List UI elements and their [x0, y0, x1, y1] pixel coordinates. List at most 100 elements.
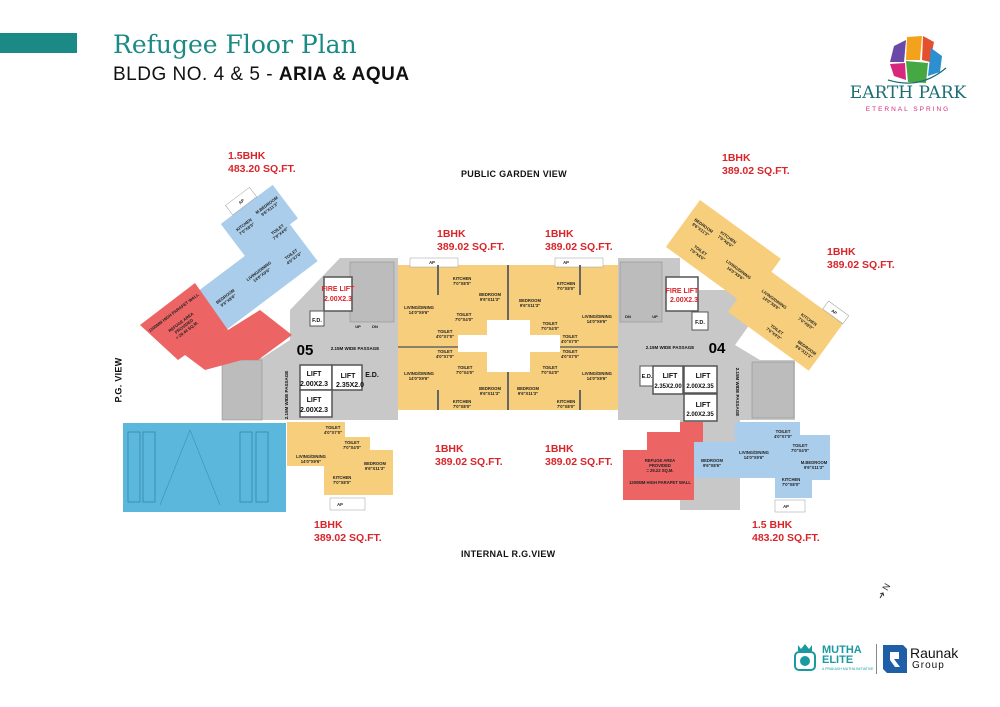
room-size: 9'6"X11'3" [518, 391, 538, 396]
unit-type: 1.5BHK [228, 150, 266, 162]
lift-label: LIFT [696, 373, 711, 380]
room-label: TOILET [438, 329, 453, 334]
room-size: 9'6"X11'3" [365, 466, 385, 471]
logo-segment [890, 63, 906, 80]
view-label-left: P.G. VIEW [113, 357, 124, 403]
room-label: BEDROOM [479, 386, 501, 391]
electric-duct-label: E.D. [642, 374, 653, 380]
logo-segment [906, 36, 922, 60]
room-label: TOILET [345, 440, 360, 445]
room-label: BEDROOM [519, 298, 541, 303]
refuge-area: = 29.22 SQ.M. [646, 468, 673, 473]
room-size: 7'0"X8'0" [333, 480, 351, 485]
raunak-group-text: Group [912, 660, 945, 671]
room-size: 7'0"X8'0" [782, 482, 800, 487]
raunak-logo-icon [883, 645, 907, 673]
unit-area: 389.02 SQ.FT. [545, 456, 613, 468]
room-label: LIVING/DINING [582, 314, 612, 319]
room-label: TOILET [543, 365, 558, 370]
room-label: TOILET [438, 349, 453, 354]
fire-lift-size: 2.00X2.3 [324, 296, 352, 303]
unit-area: 389.02 SQ.FT. [827, 259, 895, 271]
unit-area: 389.02 SQ.FT. [435, 456, 503, 468]
room-label: M.BEDROOM [801, 460, 828, 465]
room-label: TOILET [776, 429, 791, 434]
room-size: 14'0"X9'6" [409, 376, 429, 381]
room-size: 9'6"X11'3" [480, 297, 500, 302]
room-size: 14'0"X9'6" [744, 455, 764, 460]
parapet-note: 1200MM HIGH PARAPET WALL [629, 480, 691, 485]
unit-area: 389.02 SQ.FT. [545, 241, 613, 253]
logo-divider [876, 644, 877, 674]
passage-label: 2.15M WIDE PASSAGE [646, 345, 694, 350]
room-size: 4'0"X7'0" [774, 434, 792, 439]
brand-name: EARTH PARK [849, 83, 967, 103]
room-size: 9'6"X8'6" [703, 463, 721, 468]
ap-label: AP [830, 308, 838, 316]
unit-type: 1BHK [722, 152, 751, 164]
room-size: 7'0"X8'0" [557, 286, 575, 291]
lift-label: LIFT [696, 402, 711, 409]
unit-type: 1BHK [545, 443, 574, 455]
unit-type: 1.5 BHK [752, 519, 793, 531]
room-size: 4'0"X7'0" [561, 339, 579, 344]
room-size: 7'0"X4'0" [791, 448, 809, 453]
lift-size: 2.35X2.00 [654, 384, 682, 390]
lift-label: LIFT [307, 397, 322, 404]
room-label: KITCHEN [782, 477, 801, 482]
header-accent-bar [0, 33, 77, 53]
room-label: LIVING/DINING [404, 371, 434, 376]
core-05: FIRE LIFT 2.00X2.3 F.D. 05 2.15M WIDE PA… [221, 258, 398, 421]
room-size: 4'0"X7'0" [436, 334, 454, 339]
room-size: 4'0"X7'0" [436, 354, 454, 359]
room-size: 7'0"X4'0" [455, 317, 473, 322]
room-label: KITCHEN [333, 475, 352, 480]
electric-duct-label: E.D. [365, 372, 379, 379]
room-label: LIVING/DINING [296, 454, 326, 459]
unit-bottom-left-1bhk: AP TOILET 4'0"X7'0" TOILET 7'0"X4'0" LIV… [287, 422, 393, 511]
fire-lift-size: 2.00X2.3 [670, 297, 698, 304]
logo-segment [906, 61, 928, 83]
passage-vertical-label: 2.15M WIDE PASSAGE [735, 368, 740, 416]
stair-down-label: DN [372, 324, 378, 329]
view-label-bottom: INTERNAL R.G.VIEW [461, 549, 556, 559]
room-label: LIVING/DINING [404, 305, 434, 310]
refuge-title: REFUGE AREA [645, 458, 675, 463]
room-size: 7'0"X4'0" [541, 326, 559, 331]
subtitle-prefix: BLDG NO. 4 & 5 - [113, 64, 279, 85]
page-title: Refugee Floor Plan [113, 30, 357, 59]
room-size: 9'6"X11'3" [804, 465, 824, 470]
room-size: 14'0"X9'6" [587, 319, 607, 324]
room-label: TOILET [543, 321, 558, 326]
fire-lift-label: FIRE LIFT [666, 288, 699, 295]
room-size: 7'0"X4'0" [541, 370, 559, 375]
ap-label: AP [783, 504, 789, 509]
mutha-tagline: A PRAKASH MUTHA INITIATIVE [822, 667, 874, 671]
room-label: TOILET [563, 334, 578, 339]
center-units: KITCHEN 7'0"X8'0" BEDROOM 9'6"X11'3" LIV… [398, 257, 618, 410]
room-label: KITCHEN [453, 276, 472, 281]
unit-right-1-5bhk: AP TOILET 4'0"X7'0" TOILET 7'0"X4'0" LIV… [694, 422, 830, 513]
unit-area: 389.02 SQ.FT. [437, 241, 505, 253]
room-size: 9'6"X11'3" [520, 303, 540, 308]
unit-type: 1BHK [545, 228, 574, 240]
earth-park-logo [887, 31, 947, 85]
lift-label: LIFT [341, 373, 356, 380]
room-label: TOILET [793, 443, 808, 448]
ap-label: AP [429, 260, 435, 265]
fire-duct-label: F.D. [312, 318, 322, 324]
unit-area: 483.20 SQ.FT. [228, 163, 296, 175]
lift-size: 2.35X2.0 [336, 382, 364, 389]
unit-area: 483.20 SQ.FT. [752, 532, 820, 544]
passage-label: 2.15M WIDE PASSAGE [331, 346, 379, 351]
logo-segment [928, 48, 942, 76]
unit-type: 1BHK [437, 228, 466, 240]
lift-label: LIFT [663, 373, 678, 380]
fire-lift-label: FIRE LIFT [322, 286, 355, 293]
room-size: 14'0"X9'6" [587, 376, 607, 381]
stair-up-label: UP [652, 314, 658, 319]
